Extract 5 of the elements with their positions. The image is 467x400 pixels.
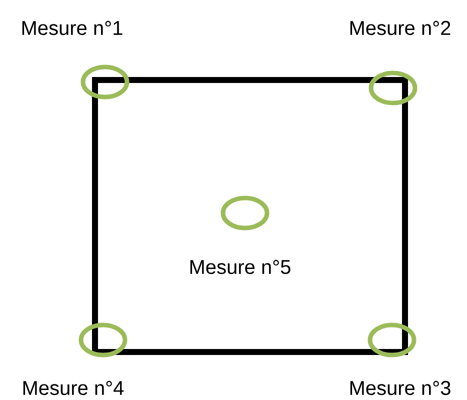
point-label: Mesure n°2 (350, 20, 450, 36)
point-label: Mesure n°4 (23, 380, 124, 396)
point-label: Mesure n°5 (190, 260, 290, 274)
point-label: Mesure n°3 (350, 380, 450, 396)
point-label: Mesure n°1 (22, 20, 122, 36)
